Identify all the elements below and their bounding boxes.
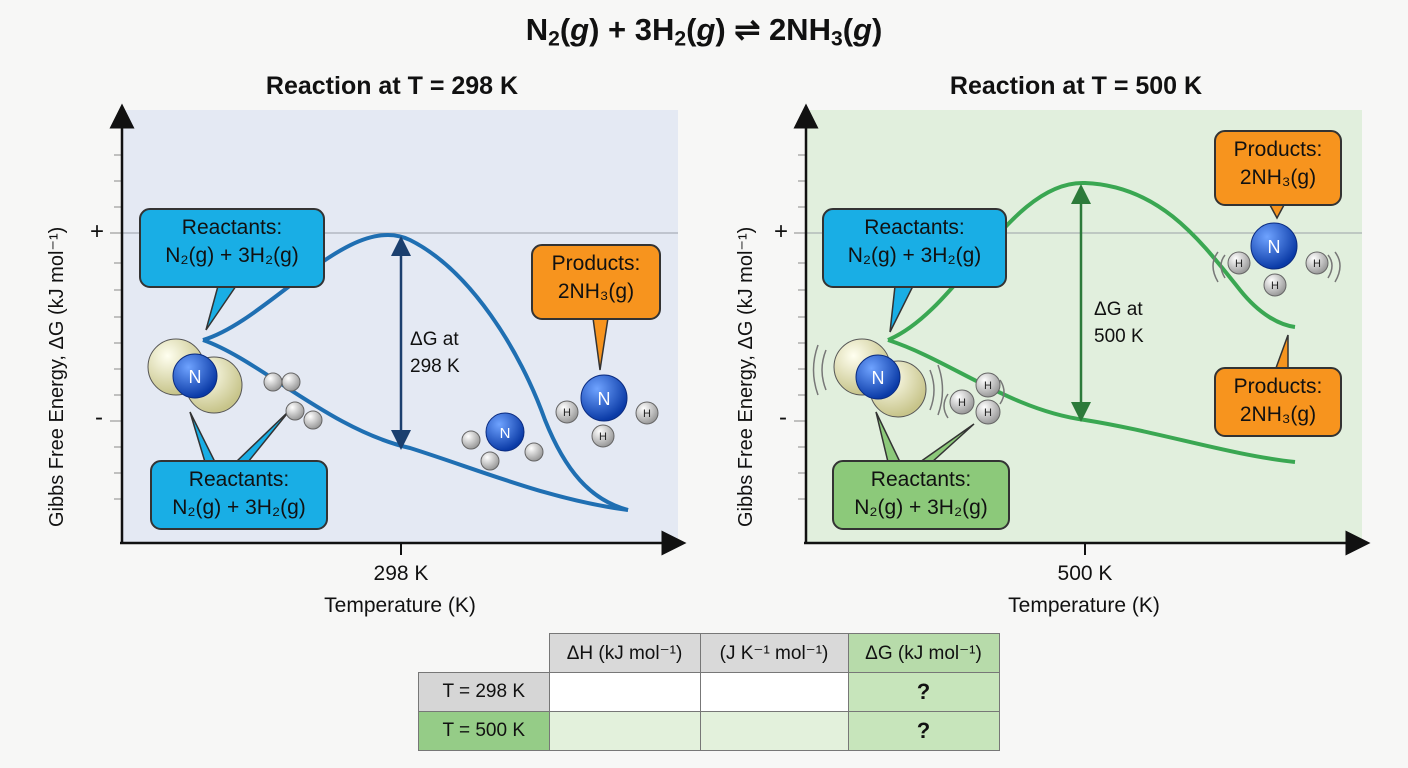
minus-sign-500: - [779,404,787,431]
h2-molecule-500: H H H [943,372,1005,425]
svg-text:H: H [984,407,992,419]
cell-delta-h-298 [548,672,701,712]
row-label-500: T = 500 K [418,711,550,751]
panel-title-500: Reaction at T = 500 K [949,72,1203,100]
table-row: T = 298 K ? [418,672,1000,712]
nh3-molecule-large-298: N H H H [555,374,659,448]
svg-text:N: N [500,425,511,442]
plus-sign-500: + [774,218,789,245]
callout-products-298: Products:2NH₃(g) [531,244,661,320]
cell-delta-g-298: ? [847,672,1000,712]
cell-delta-g-500: ? [847,711,1000,751]
nh3-molecule-small-298: N [461,412,544,471]
y-axis-label-500: Gibbs Free Energy, ΔG (kJ mol⁻¹) [735,226,757,527]
svg-text:N: N [189,367,202,387]
header-delta-h: ΔH (kJ mol⁻¹) [548,633,701,673]
cell-delta-h-500 [548,711,701,751]
plus-sign-298: + [90,218,105,245]
svg-text:H: H [1313,258,1321,270]
svg-text:H: H [958,397,966,409]
callout-products-bottom-500: Products:2NH₃(g) [1214,367,1342,437]
svg-text:N: N [598,389,611,409]
svg-text:N: N [1268,237,1281,257]
cell-delta-s-298 [699,672,849,712]
x-axis-label-500: Temperature (K) [1008,594,1160,617]
header-delta-s: (J K⁻¹ mol⁻¹) [699,633,849,673]
x-axis-label-298: Temperature (K) [324,594,476,617]
reaction-equation: N2(g) + 3H2(g) ⇌ 2NH3(g) [525,12,883,51]
y-axis-label-298: Gibbs Free Energy, ΔG (kJ mol⁻¹) [46,226,68,527]
x-tick-label-500: 500 K [1057,562,1113,585]
row-label-298: T = 298 K [418,672,550,712]
svg-text:H: H [984,380,992,392]
n2-molecule-298: N [147,338,243,414]
callout-products-top-500: Products:2NH₃(g) [1214,130,1342,206]
callout-reactants-top-298: Reactants:N₂(g) + 3H₂(g) [139,208,325,288]
h2-molecules-298 [263,372,323,430]
callout-reactants-top-500: Reactants:N₂(g) + 3H₂(g) [822,208,1007,288]
svg-text:N: N [872,368,885,388]
callout-reactants-bottom-500: Reactants:N₂(g) + 3H₂(g) [832,460,1010,530]
minus-sign-298: - [95,404,103,431]
y-ticks-500 [794,154,806,500]
svg-text:H: H [643,408,651,420]
svg-text:H: H [563,407,571,419]
x-tick-label-298: 298 K [373,562,429,585]
header-delta-g: ΔG (kJ mol⁻¹) [847,633,1000,673]
table-header-row: ΔH (kJ mol⁻¹) (J K⁻¹ mol⁻¹) ΔG (kJ mol⁻¹… [419,633,1000,673]
panel-title-298: Reaction at T = 298 K [265,72,519,100]
table-row: T = 500 K ? [418,711,1000,751]
svg-text:H: H [1235,258,1243,270]
callout-reactants-bottom-298: Reactants:N₂(g) + 3H₂(g) [150,460,328,530]
n2-molecule-500: N [812,338,944,418]
cell-delta-s-500 [699,711,849,751]
y-ticks-298 [110,154,122,500]
nh3-molecule-500: N H H H [1212,222,1341,297]
thermo-table: ΔH (kJ mol⁻¹) (J K⁻¹ mol⁻¹) ΔG (kJ mol⁻¹… [418,633,1000,751]
svg-text:H: H [599,431,607,443]
svg-text:H: H [1271,280,1279,292]
